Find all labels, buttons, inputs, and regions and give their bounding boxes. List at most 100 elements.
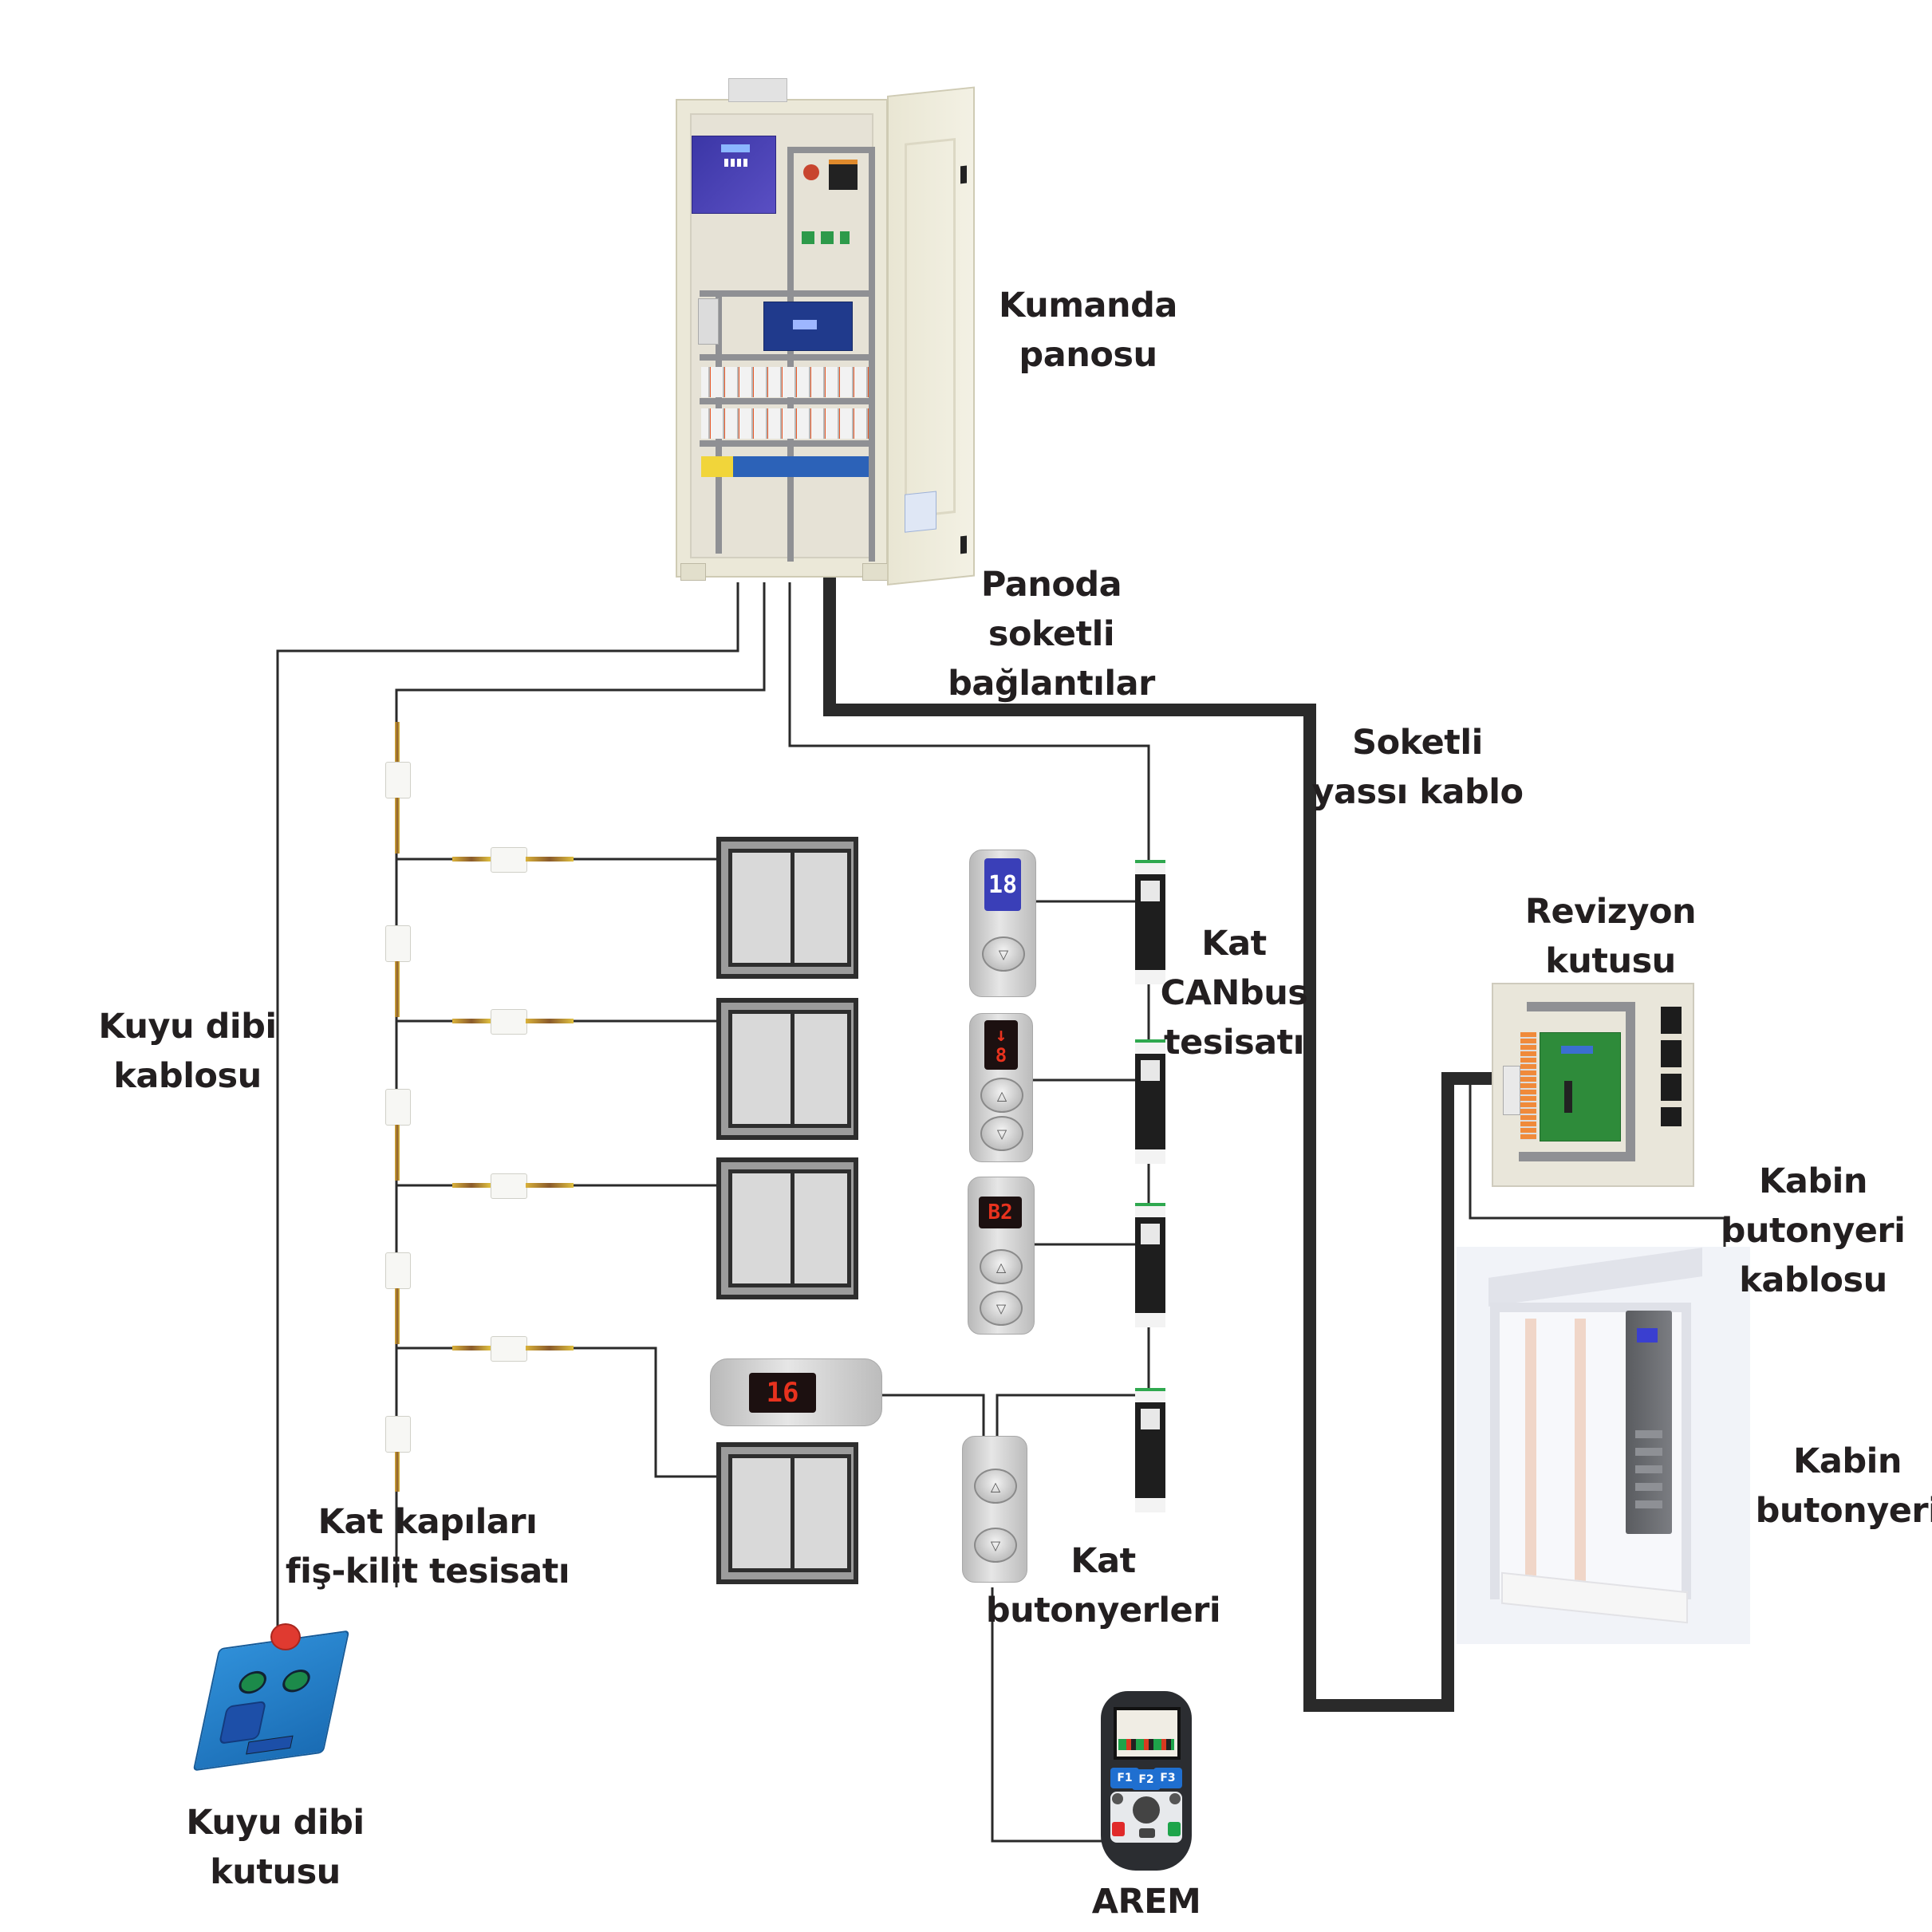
label-kat-butonyerleri: Kat butonyerleri	[985, 1541, 1221, 1630]
cable-duct	[1626, 1002, 1635, 1161]
mode-key[interactable]	[1169, 1793, 1181, 1804]
door-leaf-left	[728, 1169, 794, 1287]
cabinet-door[interactable]	[887, 86, 975, 586]
cabinet-foot-right	[862, 563, 888, 581]
floor-display: ↓ 8	[984, 1020, 1018, 1070]
label-soketli-yassi-kablo: Soketli yassı kablo	[1311, 723, 1524, 812]
emergency-power-unit	[698, 298, 719, 345]
wire-lead	[526, 1183, 574, 1188]
enter-key[interactable]	[1168, 1822, 1181, 1836]
wood-strip	[1525, 1319, 1536, 1582]
call-up-button[interactable]: △	[980, 1249, 1023, 1284]
inverter-drive	[692, 136, 776, 214]
arem-keypad	[1110, 1792, 1182, 1843]
cabin-roof	[1488, 1248, 1702, 1307]
floor-display: B2	[979, 1197, 1022, 1228]
wire-lead	[452, 1346, 491, 1350]
wire-lead	[526, 1346, 574, 1350]
can-tap-5	[996, 1394, 1141, 1436]
wire-lead	[526, 857, 574, 862]
door-handle-top[interactable]	[960, 165, 967, 184]
wire-lead	[395, 1288, 400, 1344]
landing-door-4	[716, 1442, 858, 1584]
horizontal-plug-connector	[491, 1173, 527, 1199]
door-leaf-left	[728, 849, 794, 967]
door-leaf-left	[728, 1010, 794, 1128]
cable-duct	[1527, 1002, 1635, 1011]
canbus-module-3	[1135, 1203, 1165, 1327]
floor-display: 18	[984, 858, 1021, 911]
terminal-block	[1520, 1032, 1536, 1140]
hall-panel-5: △ ▽	[962, 1436, 1027, 1583]
hall-panel-3: B2 △ ▽	[968, 1177, 1035, 1335]
cable-duct	[787, 147, 875, 153]
buzzer	[803, 164, 819, 180]
label-kumanda-panosu: Kumanda panosu	[999, 286, 1177, 375]
label-kuyu-dibi-kablosu: Kuyu dibi kablosu	[98, 1007, 277, 1096]
horizontal-plug-connector	[491, 1009, 527, 1035]
revision-box	[1492, 983, 1694, 1187]
dpad[interactable]	[1133, 1796, 1160, 1824]
landing-door-1	[716, 837, 858, 979]
floor-display: 16	[749, 1373, 816, 1413]
floor-number: 16	[766, 1377, 799, 1409]
wire-lead	[452, 857, 491, 862]
cabin-button-panel	[1626, 1311, 1672, 1534]
canbus-module-2	[1135, 1039, 1165, 1164]
power-socket[interactable]	[219, 1700, 267, 1745]
door-handle-bottom[interactable]	[960, 535, 967, 554]
control-panel-cabinet	[676, 78, 888, 581]
wire-lead	[452, 1183, 491, 1188]
door-panel	[905, 137, 956, 518]
cabinet-backplate	[690, 113, 875, 562]
emergency-stop-button[interactable]	[270, 1623, 301, 1650]
label-kat-canbus-tesisati: Kat CANbus tesisatı	[1160, 924, 1308, 1063]
cable-duct	[1519, 1152, 1635, 1161]
call-up-button[interactable]: △	[980, 1078, 1023, 1113]
can-tap-4	[881, 1394, 985, 1436]
vertical-plug-connector	[385, 1089, 411, 1126]
label-arem: AREM	[1091, 1882, 1201, 1922]
f3-key[interactable]: F3	[1153, 1768, 1182, 1788]
esc-key[interactable]	[1112, 1822, 1125, 1836]
landing-door-2	[716, 998, 858, 1140]
hall-panel-1: 18 ▽	[969, 850, 1036, 997]
call-down-button[interactable]: ▽	[974, 1528, 1017, 1563]
door-leaf-left	[728, 1454, 794, 1572]
transformer	[829, 160, 858, 190]
label-kabin-butonyeri: Kabin butonyeri	[1755, 1441, 1932, 1531]
vertical-plug-connector	[385, 762, 411, 798]
wire-lead	[395, 798, 400, 854]
top-switch-box	[728, 78, 787, 102]
wood-strip	[1575, 1319, 1586, 1582]
floor-number: 18	[988, 870, 1018, 899]
call-down-button[interactable]: ▽	[982, 936, 1025, 972]
vertical-plug-connector	[385, 925, 411, 962]
info-key[interactable]	[1112, 1793, 1123, 1804]
green-button[interactable]	[280, 1667, 313, 1694]
pit-cable	[276, 582, 739, 1627]
green-button[interactable]	[236, 1669, 269, 1696]
terminal-rail	[701, 367, 869, 397]
cable-duct	[700, 290, 875, 297]
label-kuyu-dibi-kutusu: Kuyu dibi kutusu	[186, 1803, 365, 1892]
call-down-button[interactable]: ▽	[980, 1291, 1023, 1326]
revision-pcb	[1540, 1032, 1621, 1141]
horizontal-plug-connector	[491, 847, 527, 873]
call-up-button[interactable]: △	[974, 1469, 1017, 1504]
main-controller-board	[763, 302, 853, 351]
wire-lead	[395, 1452, 400, 1492]
document-pocket	[905, 491, 936, 533]
landing-door-3	[716, 1157, 858, 1299]
canbus-module-4	[1135, 1388, 1165, 1512]
wire-lead	[452, 1019, 491, 1023]
reset-key[interactable]	[1139, 1828, 1155, 1838]
canbus-module-1	[1135, 860, 1165, 984]
arem-screen	[1114, 1707, 1181, 1760]
door-leaf-right	[791, 1454, 851, 1572]
wire-lead	[526, 1019, 574, 1023]
call-down-button[interactable]: ▽	[980, 1116, 1023, 1151]
label-kat-kapilari-fis-kilit-tesisati: Kat kapıları fiş-kilit tesisatı	[285, 1502, 570, 1591]
relay-modules	[802, 231, 850, 244]
cabinet-foot-left	[680, 563, 706, 581]
